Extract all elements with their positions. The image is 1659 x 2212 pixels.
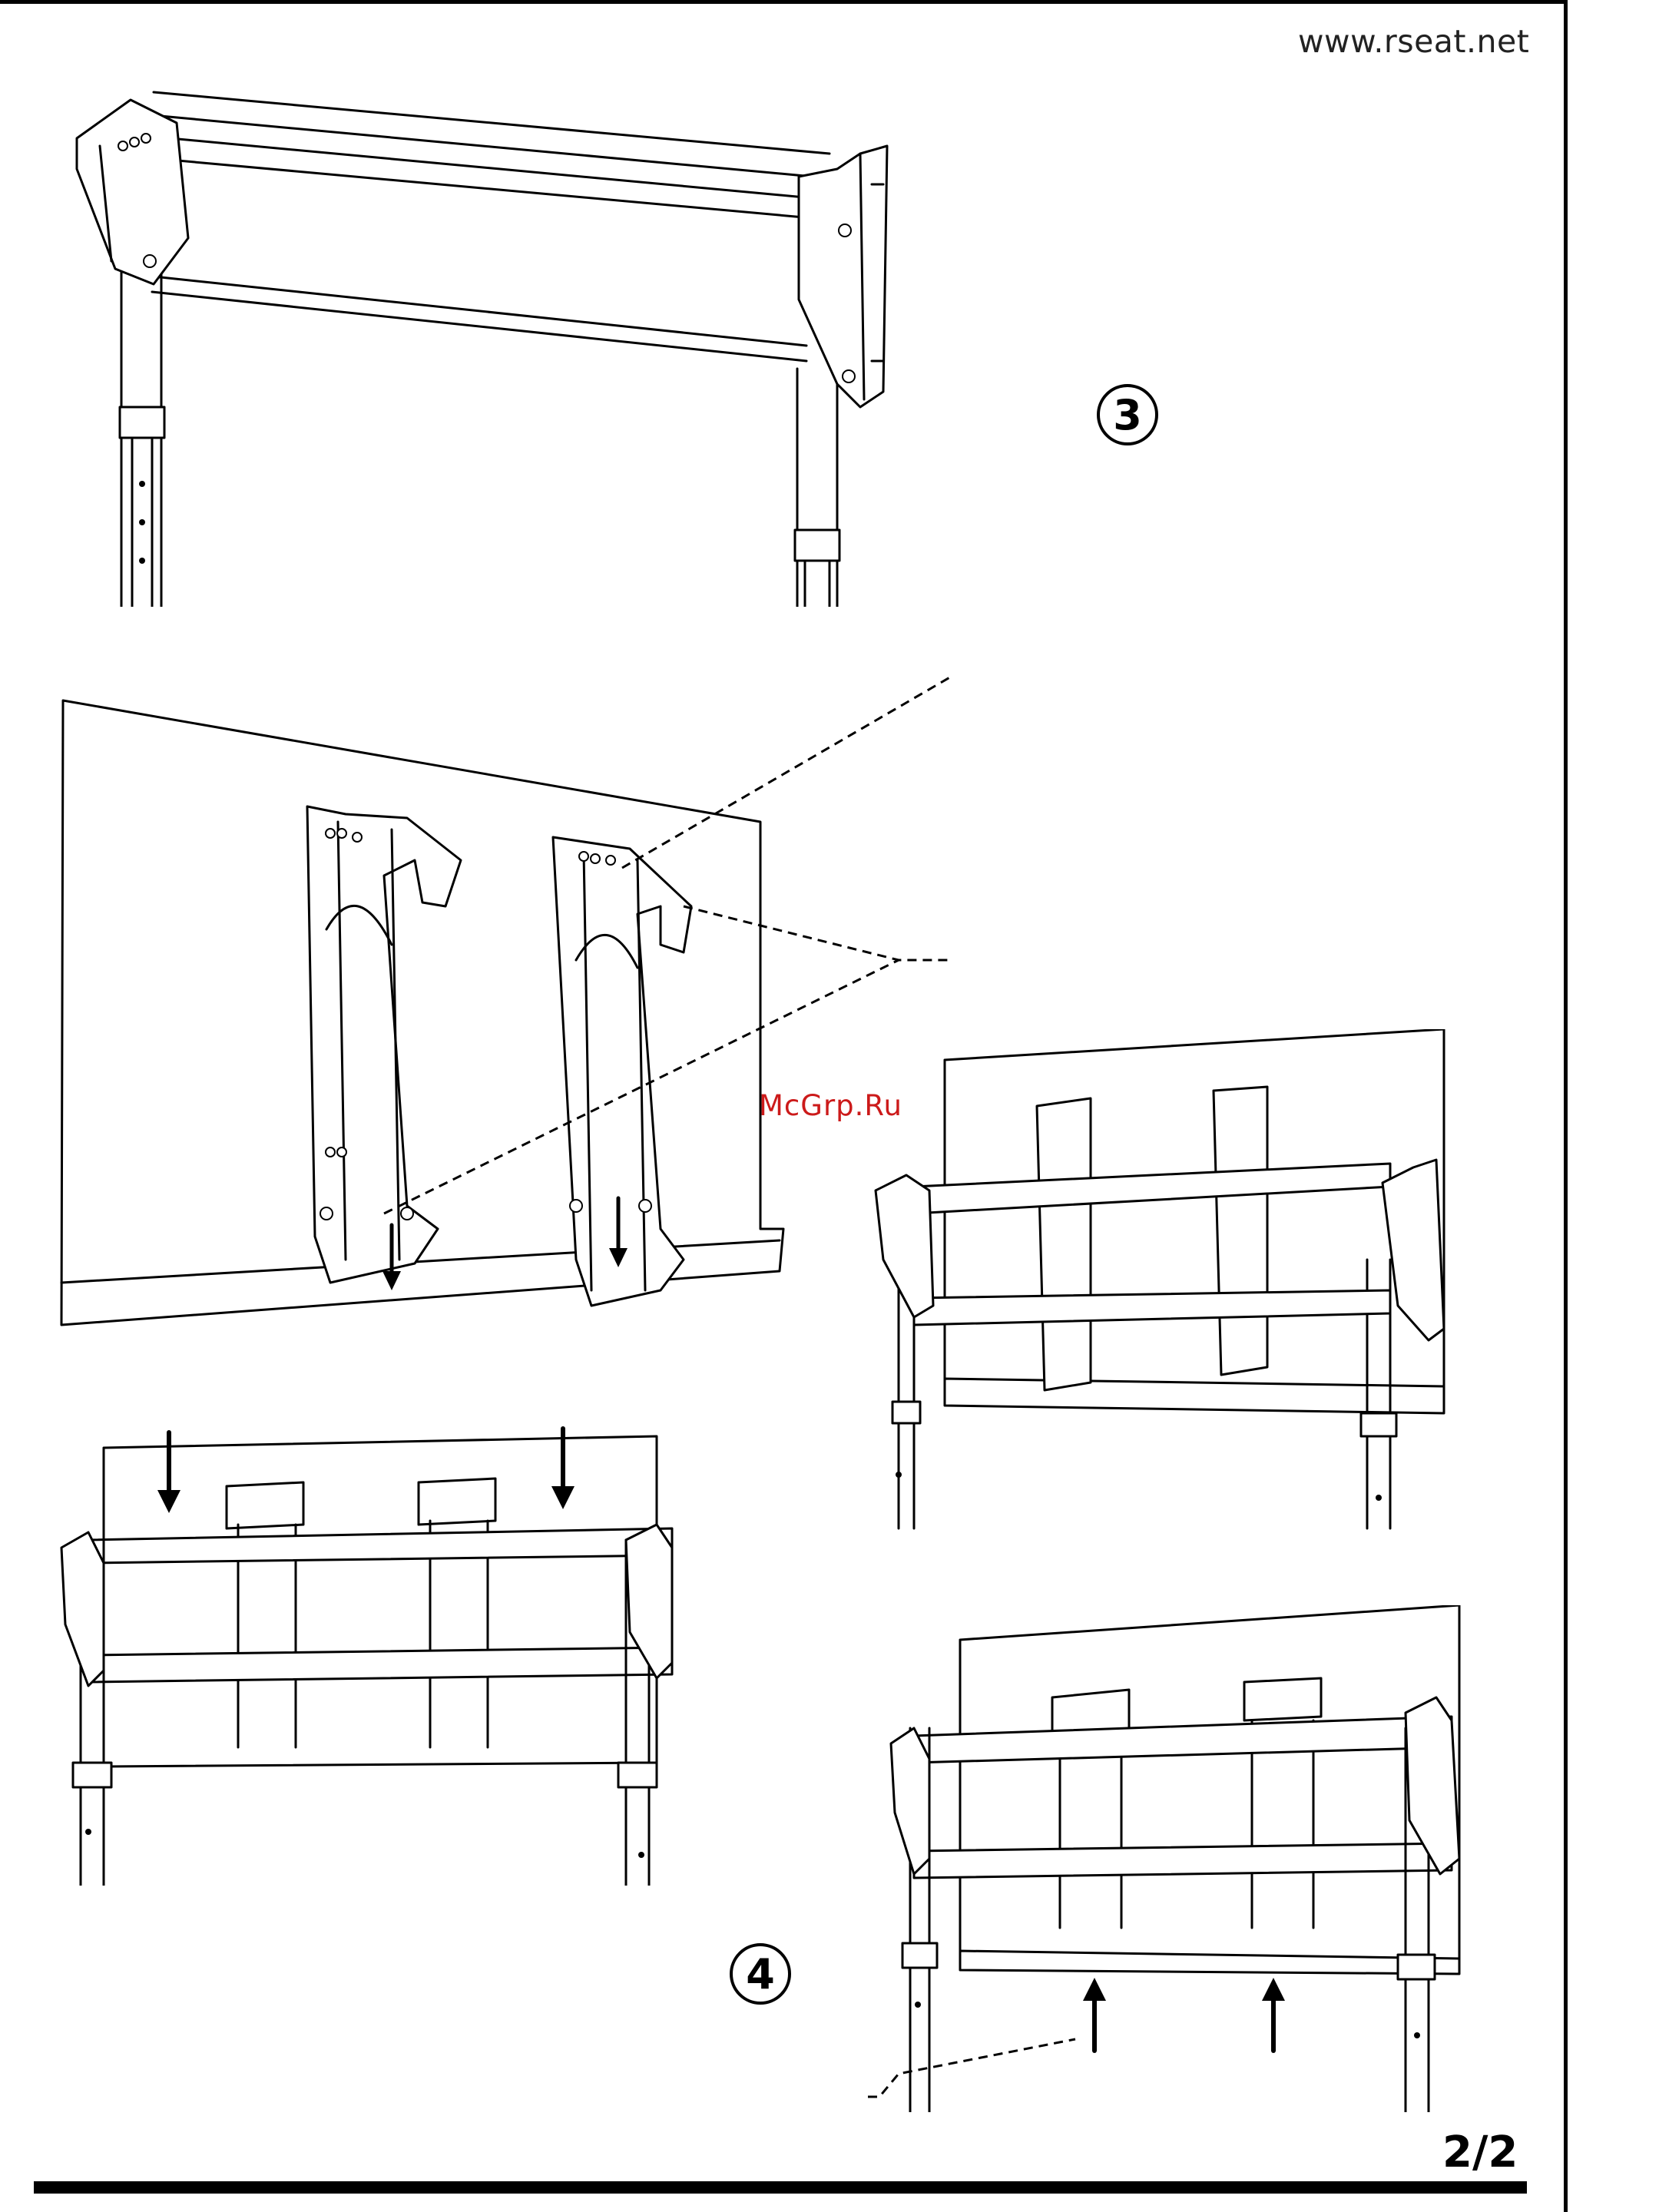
website-url[interactable]: www.rseat.net — [1298, 23, 1529, 60]
monitor-bracket-detail-illustration — [54, 676, 975, 1344]
step3-stand-illustration — [61, 69, 929, 607]
step-3-label: 3 — [1113, 391, 1142, 439]
page-number: 2/2 — [1442, 2128, 1518, 2177]
mounted-view-left-illustration — [58, 1425, 687, 1886]
step-4-badge: 4 — [730, 1943, 791, 2005]
page-border-top — [0, 0, 1567, 4]
step-3-badge: 3 — [1097, 384, 1158, 445]
mounted-view-raise-illustration — [868, 1605, 1482, 2112]
step-4-label: 4 — [746, 1950, 775, 1998]
footer-rule — [34, 2181, 1527, 2194]
mounted-view-right-illustration — [860, 1029, 1475, 1551]
page-border-right — [1564, 0, 1568, 2212]
